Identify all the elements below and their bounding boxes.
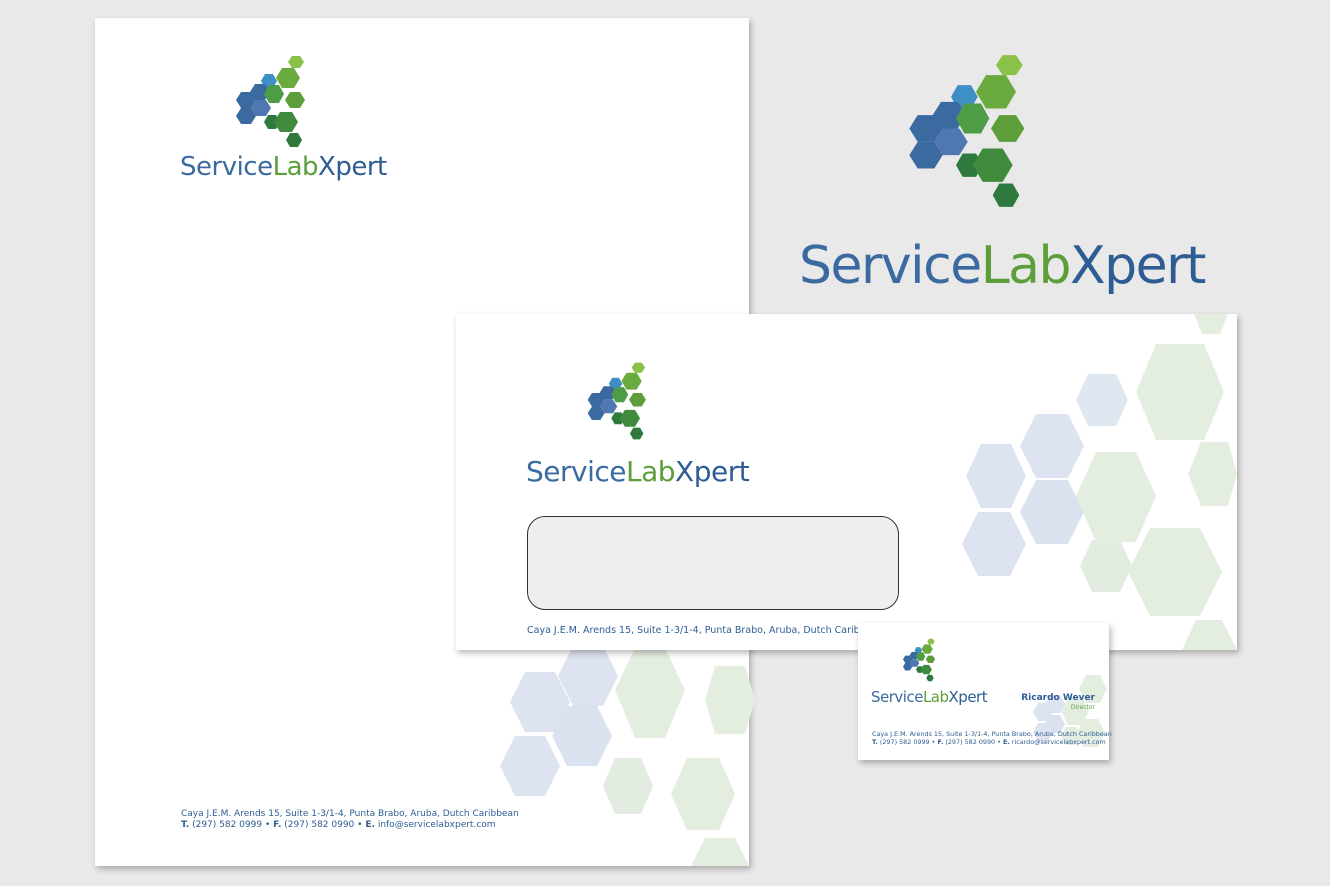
logo-wordmark: ServiceLabXpert — [526, 455, 750, 488]
letterhead-address: Caya J.E.M. Arends 15, Suite 1-3/1-4, Pu… — [181, 809, 519, 819]
logo-mark-icon — [902, 638, 936, 682]
email-address: info@servicelabxpert.com — [377, 820, 496, 831]
wordmark-service: Service — [180, 152, 273, 182]
phone-label: T. — [181, 820, 190, 831]
card-contact-line: T. (297) 582 0999 • F. (297) 582 0990 • … — [872, 738, 1112, 746]
email-label: E. — [365, 820, 375, 831]
wordmark-service: Service — [526, 455, 626, 488]
wordmark-lab: Lab — [980, 236, 1072, 296]
wordmark-service: Service — [799, 236, 982, 296]
hexagon-pattern — [962, 314, 1237, 650]
card-contact-person: Ricardo Wever Director — [1021, 693, 1095, 711]
person-role: Director — [1070, 704, 1095, 711]
separator: • — [931, 738, 936, 746]
wordmark-xpert: Xpert — [948, 688, 988, 706]
logo-mark-icon — [587, 362, 646, 440]
envelope-address: Caya J.E.M. Arends 15, Suite 1-3/1-4, Pu… — [527, 625, 884, 636]
wordmark-xpert: Xpert — [318, 152, 387, 182]
phone-number: (297) 582 0999 — [879, 738, 930, 746]
hexagon-pattern — [500, 646, 755, 866]
letterhead-contact: Caya J.E.M. Arends 15, Suite 1-3/1-4, Pu… — [181, 809, 519, 832]
separator: • — [997, 738, 1001, 746]
email-label: E. — [1002, 738, 1010, 746]
hexagon-pattern — [1033, 675, 1107, 747]
large-logo-wordmark: ServiceLabXpert — [799, 240, 1206, 292]
fax-number: (297) 582 0990 — [945, 738, 996, 746]
separator: • — [357, 820, 363, 831]
wordmark-lab: Lab — [625, 455, 676, 488]
wordmark-lab: Lab — [272, 152, 319, 182]
fax-label: F. — [937, 738, 944, 746]
logo-mark-icon — [236, 56, 305, 147]
envelope-address-window — [527, 516, 899, 610]
large-logo-mark-icon — [909, 55, 1025, 207]
email-address: ricardo@servicelabxpert.com — [1011, 738, 1106, 746]
separator: • — [264, 820, 271, 831]
fax-label: F. — [273, 820, 282, 831]
envelope-sheet: ServiceLabXpert Caya J.E.M. Arends 15, S… — [456, 314, 1237, 650]
phone-label: T. — [872, 738, 878, 746]
logo-wordmark: ServiceLabXpert — [180, 154, 387, 180]
wordmark-service: Service — [871, 688, 923, 706]
fax-number: (297) 582 0990 — [284, 820, 355, 831]
person-name: Ricardo Wever — [1021, 693, 1095, 703]
card-contact: Caya J.E.M. Arends 15, Suite 1-3/1-4, Pu… — [872, 730, 1112, 746]
phone-number: (297) 582 0999 — [192, 820, 263, 831]
letterhead-contact-line: T. (297) 582 0999 • F. (297) 582 0990 • … — [181, 820, 519, 831]
wordmark-lab: Lab — [922, 688, 949, 706]
card-address: Caya J.E.M. Arends 15, Suite 1-3/1-4, Pu… — [872, 730, 1112, 738]
logo-wordmark: ServiceLabXpert — [871, 688, 988, 706]
wordmark-xpert: Xpert — [675, 455, 750, 488]
business-card: ServiceLabXpert Ricardo Wever Director C… — [858, 623, 1112, 760]
wordmark-xpert: Xpert — [1070, 236, 1206, 296]
